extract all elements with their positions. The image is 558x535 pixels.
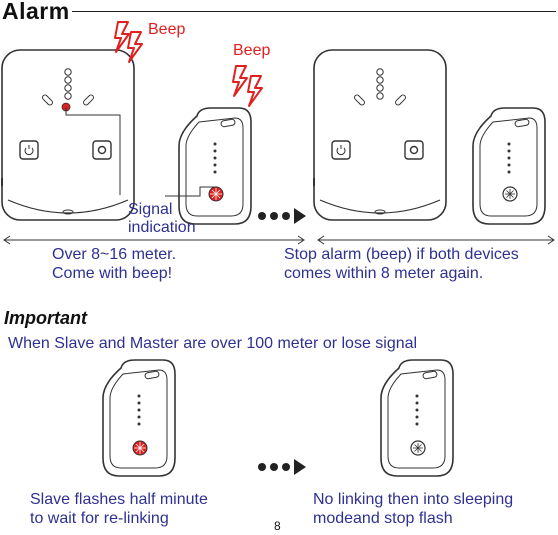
left-caption-line1: Over 8~16 meter. <box>52 246 177 263</box>
slave-idle-button-pattern <box>413 443 423 453</box>
slave-red-button-pattern <box>134 442 146 454</box>
slave-device-flashing <box>102 359 176 477</box>
arrow-right-icon <box>258 459 306 475</box>
bottom-right-caption-line1: No linking then into sleeping <box>313 491 514 508</box>
distance-arrow-right <box>317 235 555 245</box>
important-heading: Important <box>4 308 87 328</box>
bottom-left-caption-line2: to wait for re-linking <box>30 510 169 527</box>
slave-device-idle <box>472 107 546 225</box>
arrow-right-icon <box>258 208 306 224</box>
signal-label-line1: Signal <box>128 201 173 218</box>
slave-red-button-pattern <box>210 188 222 200</box>
slave-idle-button-pattern <box>505 189 515 199</box>
right-caption-line1: Stop alarm (beep) if both devices <box>284 246 519 263</box>
lightning-icon <box>127 31 143 63</box>
beep-label: Beep <box>148 21 186 38</box>
left-caption-line2: Come with beep! <box>52 265 173 282</box>
bottom-right-caption-line2: modeand stop flash <box>313 510 453 527</box>
signal-label-line2: indication <box>128 219 196 236</box>
slave-device-sleeping <box>380 359 454 477</box>
master-device-right <box>313 49 447 221</box>
slave-device-alarm <box>178 107 252 225</box>
lightning-icon <box>247 75 263 107</box>
signal-leader-line-2 <box>165 186 216 197</box>
bottom-left-caption-line1: Slave flashes half minute <box>30 491 208 508</box>
right-caption-line2: comes within 8 meter again. <box>284 265 484 282</box>
section-title: Alarm <box>2 0 70 24</box>
title-divider <box>72 11 556 12</box>
lightning-icon <box>114 21 130 53</box>
distance-arrow-left <box>3 235 305 245</box>
beep-label: Beep <box>233 42 271 59</box>
lightning-icon <box>232 65 248 97</box>
signal-leader-line <box>65 107 121 195</box>
page-number: 8 <box>274 519 281 533</box>
important-subtitle: When Slave and Master are over 100 meter… <box>8 335 418 352</box>
master-device-left <box>1 49 135 221</box>
